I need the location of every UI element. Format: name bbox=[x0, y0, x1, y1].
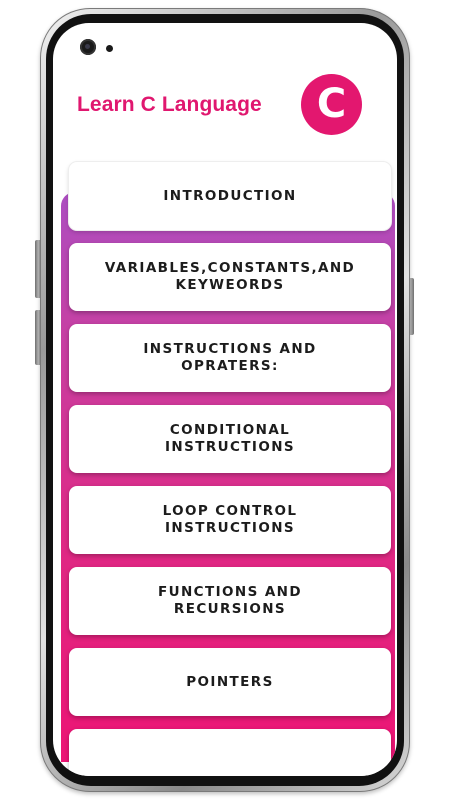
topic-label: INSTRUCTIONS AND OPRATERS: bbox=[143, 341, 317, 374]
phone-bezel: Learn C Language C INTRODUCTION VARIABLE… bbox=[46, 14, 404, 786]
c-logo-icon: C bbox=[301, 74, 362, 135]
app-title: Learn C Language bbox=[77, 93, 262, 116]
topic-label: VARIABLES,CONSTANTS,AND KEYWEORDS bbox=[104, 260, 356, 293]
topic-card-next[interactable] bbox=[69, 729, 391, 776]
topic-label: CONDITIONAL INSTRUCTIONS bbox=[164, 422, 296, 455]
topic-label: POINTERS bbox=[186, 673, 274, 690]
topic-card-loop-control[interactable]: LOOP CONTROL INSTRUCTIONS bbox=[69, 486, 391, 554]
topic-card-variables[interactable]: VARIABLES,CONSTANTS,AND KEYWEORDS bbox=[69, 243, 391, 311]
topic-card-pointers[interactable]: POINTERS bbox=[69, 648, 391, 716]
front-camera-icon bbox=[80, 39, 96, 55]
topic-card-functions[interactable]: FUNCTIONS AND RECURSIONS bbox=[69, 567, 391, 635]
topic-card-instructions[interactable]: INSTRUCTIONS AND OPRATERS: bbox=[69, 324, 391, 392]
app-screen: Learn C Language C INTRODUCTION VARIABLE… bbox=[53, 23, 397, 776]
topic-list: INTRODUCTION VARIABLES,CONSTANTS,AND KEY… bbox=[53, 23, 397, 776]
topic-label: INTRODUCTION bbox=[163, 187, 297, 204]
topic-label: LOOP CONTROL INSTRUCTIONS bbox=[162, 503, 298, 536]
volume-up-button bbox=[35, 240, 42, 298]
power-button bbox=[407, 278, 414, 335]
topic-label: FUNCTIONS AND RECURSIONS bbox=[158, 584, 302, 617]
topic-card-conditional[interactable]: CONDITIONAL INSTRUCTIONS bbox=[69, 405, 391, 473]
sensor-dot-icon bbox=[106, 45, 113, 52]
phone-frame: Learn C Language C INTRODUCTION VARIABLE… bbox=[40, 8, 410, 792]
topic-card-introduction[interactable]: INTRODUCTION bbox=[69, 162, 391, 230]
volume-down-button bbox=[35, 310, 42, 365]
